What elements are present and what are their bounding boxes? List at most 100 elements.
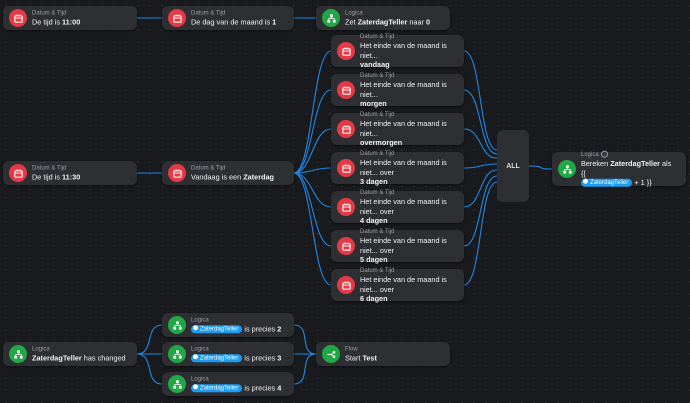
card-category: Logica bbox=[345, 10, 363, 17]
card-check-2[interactable]: Logica ZaterdagTeller is precies 2 bbox=[162, 313, 294, 337]
wire-endmonth-to-all-4 bbox=[463, 169, 498, 208]
card-category: Datum & Tijd bbox=[360, 111, 395, 118]
card-label: Het einde van de maand is niet... bbox=[360, 118, 447, 138]
wire-saturday-to-endmonth-4 bbox=[293, 172, 332, 208]
wire-trigger-to-check-2 bbox=[136, 353, 163, 385]
card-label: ZaterdagTeller is precies 2 bbox=[191, 324, 286, 334]
card-label: Het einde van de maand is niet... over bbox=[360, 157, 447, 177]
card-endmonth-6days[interactable]: Datum & Tijd Het einde van de maand is n… bbox=[331, 267, 464, 303]
wire-saturday-to-endmonth-6 bbox=[293, 172, 332, 286]
card-endmonth-dayafter[interactable]: Datum & Tijd Het einde van de maand is n… bbox=[331, 111, 464, 147]
wire-endmonth-to-all-6 bbox=[463, 181, 498, 286]
wire-endmonth-to-all-2 bbox=[463, 128, 498, 159]
token-dot-icon bbox=[583, 178, 588, 184]
card-label: Bereken ZaterdagTeller als {{ bbox=[581, 158, 672, 178]
calendar-icon bbox=[9, 9, 27, 27]
card-counter-changed[interactable]: Logica ZaterdagTeller has changed bbox=[3, 342, 137, 366]
calendar-icon bbox=[337, 276, 355, 294]
card-category: Datum & Tijd bbox=[360, 267, 395, 274]
card-endmonth-tomorrow[interactable]: Datum & Tijd Het einde van de maand is n… bbox=[331, 72, 464, 108]
card-label-value: 3 dagen bbox=[360, 176, 388, 186]
all-gate[interactable]: ALL bbox=[497, 130, 529, 202]
card-label-value: vandaag bbox=[360, 59, 390, 69]
card-category: Logica bbox=[191, 346, 209, 353]
card-label: Start Test bbox=[345, 353, 377, 363]
card-category: Datum & Tijd bbox=[360, 189, 395, 196]
card-check-3[interactable]: Logica ZaterdagTeller is precies 3 bbox=[162, 342, 294, 366]
wire-saturday-to-endmonth-0 bbox=[293, 50, 332, 174]
card-time-1130[interactable]: Datum & Tijd De tijd is 11:30 bbox=[3, 161, 137, 185]
calendar-icon bbox=[337, 159, 355, 177]
card-category: Logica bbox=[191, 317, 209, 324]
card-label: Het einde van de maand is niet... bbox=[360, 40, 447, 60]
card-check-4[interactable]: Logica ZaterdagTeller is precies 4 bbox=[162, 372, 294, 396]
variable-token[interactable]: ZaterdagTeller bbox=[581, 178, 633, 187]
wire-endmonth-to-all-0 bbox=[463, 50, 498, 151]
card-category: Flow bbox=[345, 346, 358, 353]
card-category: Datum & Tijd bbox=[191, 165, 226, 172]
card-label-value: morgen bbox=[360, 98, 387, 108]
wire-endmonth-to-all-3 bbox=[463, 163, 498, 169]
card-label: Het einde van de maand is niet... over bbox=[360, 274, 447, 294]
card-label-value: 5 dagen bbox=[360, 254, 388, 264]
card-label: ZaterdagTeller is precies 3 bbox=[191, 353, 286, 363]
wire-all-to-calc bbox=[528, 165, 553, 170]
card-label-value: 6 dagen bbox=[360, 293, 388, 303]
card-label: Vandaag is een Zaterdag bbox=[191, 172, 275, 182]
card-label: De dag van de maand is 1 bbox=[191, 17, 277, 27]
wire-saturday-to-endmonth-2 bbox=[293, 128, 332, 174]
card-label-value: overmorgen bbox=[360, 137, 403, 147]
card-category: Logica bbox=[191, 376, 209, 383]
card-label: ZaterdagTeller is precies 4 bbox=[191, 383, 286, 393]
card-category: Datum & Tijd bbox=[360, 33, 395, 40]
card-category: Datum & Tijd bbox=[191, 10, 226, 17]
card-start-flow[interactable]: Flow Start Test bbox=[316, 342, 450, 366]
card-label: Zet ZaterdagTeller naar 0 bbox=[345, 17, 431, 27]
logic-icon bbox=[322, 9, 340, 27]
calendar-icon bbox=[168, 164, 186, 182]
calendar-icon bbox=[337, 237, 355, 255]
card-endmonth-5days[interactable]: Datum & Tijd Het einde van de maand is n… bbox=[331, 228, 464, 264]
token-dot-icon bbox=[193, 325, 198, 331]
calendar-icon bbox=[337, 120, 355, 138]
card-endmonth-4days[interactable]: Datum & Tijd Het einde van de maand is n… bbox=[331, 189, 464, 225]
card-category: Datum & Tijd bbox=[32, 165, 67, 172]
wire-check-to-start-2 bbox=[293, 353, 317, 385]
logic-icon bbox=[168, 345, 186, 363]
logic-icon bbox=[9, 345, 27, 363]
info-icon[interactable]: i bbox=[600, 150, 608, 158]
card-label-value: 4 dagen bbox=[360, 215, 388, 225]
card-category: Datum & Tijd bbox=[360, 150, 395, 157]
wire-trigger-to-check-0 bbox=[136, 324, 163, 355]
card-label: De tijd is 11:00 bbox=[32, 17, 81, 27]
card-label: ZaterdagTeller has changed bbox=[32, 353, 126, 363]
card-category: Datum & Tijd bbox=[360, 228, 395, 235]
wire-saturday-to-endmonth-5 bbox=[293, 172, 332, 247]
wire-endmonth-to-all-5 bbox=[463, 175, 498, 247]
card-label-token: ZaterdagTeller + 1 }} bbox=[581, 178, 678, 188]
logic-icon bbox=[558, 160, 576, 178]
card-category: Datum & Tijd bbox=[32, 10, 67, 17]
card-label: Het einde van de maand is niet... over bbox=[360, 235, 447, 255]
logic-icon bbox=[168, 375, 186, 393]
card-label: De tijd is 11:30 bbox=[32, 172, 81, 182]
calendar-icon bbox=[337, 198, 355, 216]
card-day-of-month[interactable]: Datum & Tijd De dag van de maand is 1 bbox=[162, 6, 294, 30]
variable-token[interactable]: ZaterdagTeller bbox=[191, 354, 243, 363]
card-endmonth-3days[interactable]: Datum & Tijd Het einde van de maand is n… bbox=[331, 150, 464, 186]
calendar-icon bbox=[337, 81, 355, 99]
calendar-icon bbox=[337, 42, 355, 60]
logic-icon bbox=[168, 316, 186, 334]
card-category: Datum & Tijd bbox=[360, 72, 395, 79]
card-time-1100[interactable]: Datum & Tijd De tijd is 11:00 bbox=[3, 6, 137, 30]
card-endmonth-today[interactable]: Datum & Tijd Het einde van de maand is n… bbox=[331, 33, 464, 69]
variable-token[interactable]: ZaterdagTeller bbox=[191, 384, 243, 393]
wire-check-to-start-0 bbox=[293, 324, 317, 355]
card-saturday[interactable]: Datum & Tijd Vandaag is een Zaterdag bbox=[162, 161, 294, 185]
card-category: Logica bbox=[32, 346, 50, 353]
card-reset-counter[interactable]: Logica Zet ZaterdagTeller naar 0 bbox=[316, 6, 450, 30]
card-label: Het einde van de maand is niet... bbox=[360, 79, 447, 99]
variable-token[interactable]: ZaterdagTeller bbox=[191, 325, 243, 334]
